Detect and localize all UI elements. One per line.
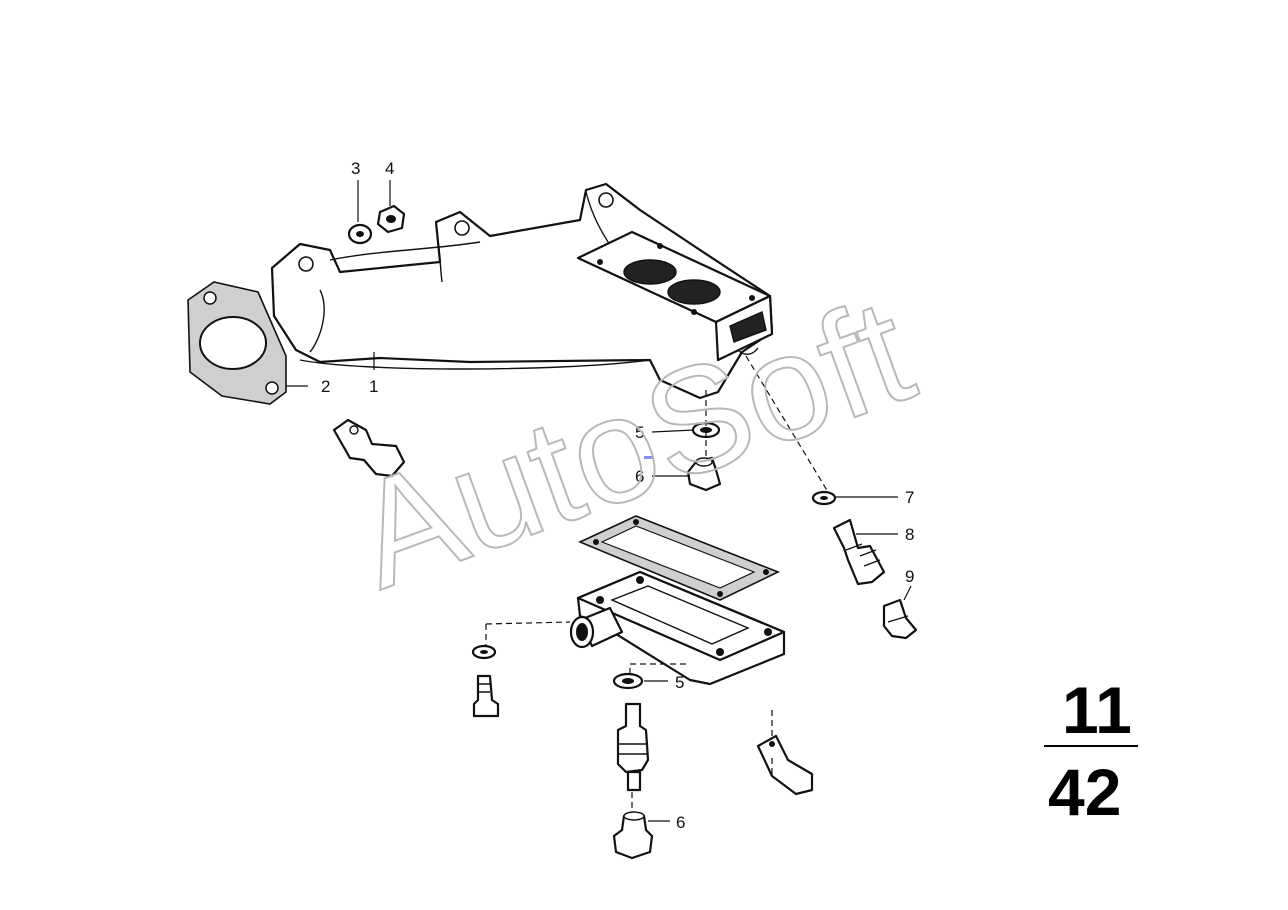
callout-5-lower: 5 [675,673,684,692]
exhaust-manifold [270,182,774,400]
plug-6-upper [686,456,722,492]
flange-gasket [187,281,287,405]
mounting-base [569,570,786,686]
washer-3 [347,223,373,245]
blue-mark [644,456,654,459]
small-bracket [756,734,814,796]
callout-6-lower: 6 [676,813,685,832]
screw-9 [882,598,918,640]
callout-1: 1 [369,377,378,396]
page-number: 42 [1048,755,1121,829]
callout-9: 9 [905,567,914,586]
washer-7 [811,490,837,506]
callout-2: 2 [321,377,330,396]
bolt-left [472,674,500,718]
washer-5-lower [612,672,644,690]
page-group: 11 [1062,673,1132,747]
callout-7: 7 [905,488,914,507]
base-gasket [578,515,780,601]
clip-bracket [332,418,406,478]
callout-6-upper: 6 [635,467,644,486]
page-code: 11 42 [1044,673,1138,829]
plug-6-lower [612,811,654,860]
callouts: 1 2 3 4 5 6 7 8 9 5 6 [321,159,914,832]
callout-4: 4 [385,159,394,178]
nut-4 [376,204,406,234]
bolt-8 [832,518,886,586]
callout-8: 8 [905,525,914,544]
assembly-lines [286,180,912,822]
callout-5-upper: 5 [635,423,644,442]
callout-3: 3 [351,159,360,178]
temperature-sensor [616,702,650,792]
washer-left [471,644,497,660]
